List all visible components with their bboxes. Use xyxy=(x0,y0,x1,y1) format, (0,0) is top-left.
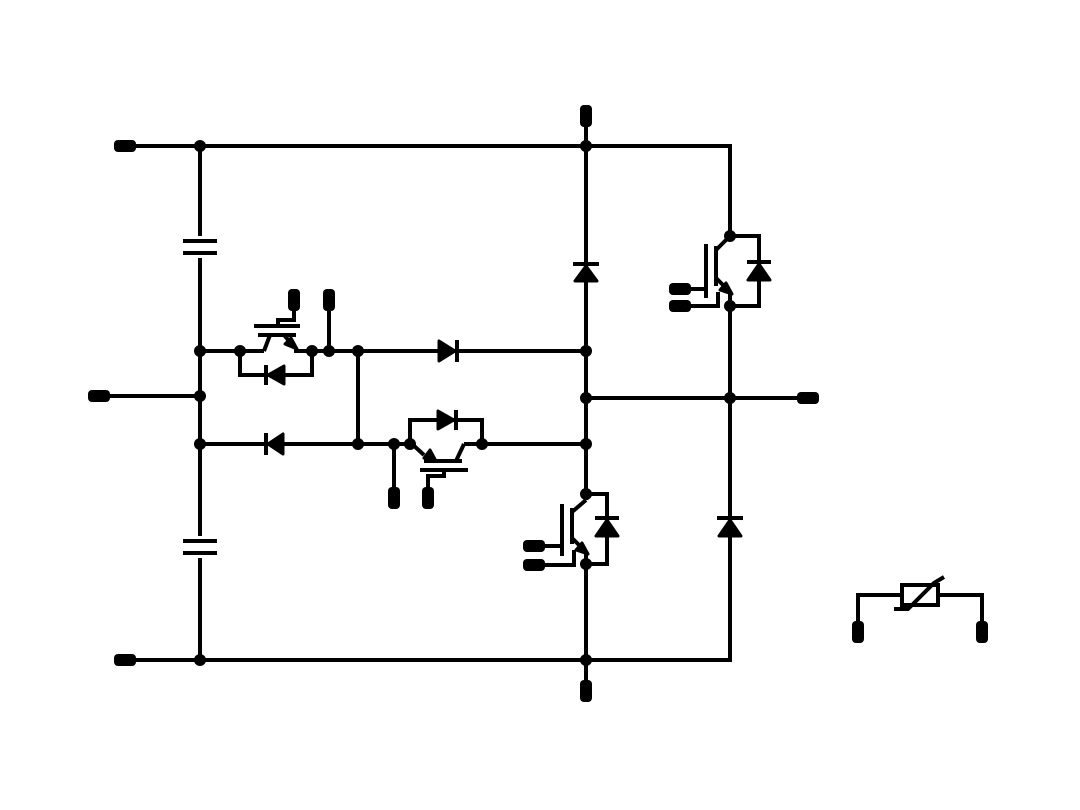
capacitor-upper xyxy=(183,236,217,258)
diode-clamp-upper xyxy=(430,339,466,363)
junction-dots xyxy=(194,140,736,666)
igbt-lower-leg xyxy=(534,492,620,567)
capacitor-lower xyxy=(183,536,217,558)
igbt-brake xyxy=(680,234,772,308)
diode-clamp-lower xyxy=(256,432,292,456)
terminal-pins xyxy=(88,105,988,702)
terminal-output xyxy=(797,392,819,404)
diode-upper-leg xyxy=(573,256,599,290)
terminal-aux-lower-leg xyxy=(523,559,545,571)
dc-plus-rail xyxy=(125,144,732,236)
igbt-clamp-upper xyxy=(238,300,331,386)
terminal-gate-clamp-upper xyxy=(288,289,300,311)
thermistor xyxy=(856,575,984,628)
terminal-aux-brake xyxy=(669,300,691,312)
terminal-bottom xyxy=(580,680,592,702)
terminal-dc-plus xyxy=(114,140,136,152)
terminal-gate-brake xyxy=(669,283,691,295)
diode-freewheel xyxy=(717,510,743,544)
terminal-gate-lower-leg xyxy=(523,540,545,552)
terminal-top xyxy=(580,105,592,127)
bus-wires xyxy=(100,116,808,690)
terminal-aux-clamp-upper xyxy=(323,289,335,311)
terminal-ntc-1 xyxy=(852,621,864,643)
terminal-gate-clamp-lower xyxy=(422,487,434,509)
terminal-ntc-2 xyxy=(976,621,988,643)
dc-minus-rail xyxy=(125,540,732,662)
igbt-clamp-lower xyxy=(392,409,484,500)
terminal-neutral xyxy=(88,390,110,402)
terminal-dc-minus xyxy=(114,654,136,666)
terminal-aux-clamp-lower xyxy=(388,487,400,509)
